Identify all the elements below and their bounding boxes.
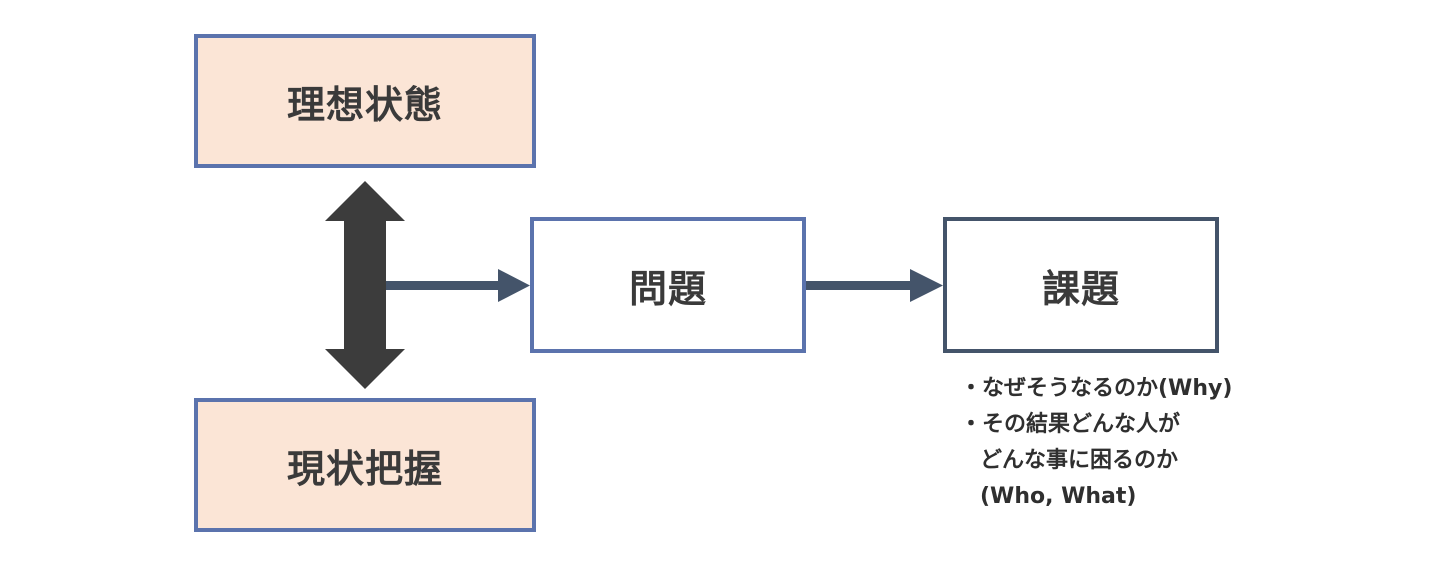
current-state-box: 現状把握 <box>194 398 536 532</box>
ideal-state-label: 理想状態 <box>286 82 443 127</box>
current-state-label: 現状把握 <box>286 446 443 491</box>
arrow-to-issue <box>806 269 943 302</box>
issue-box: 課題 <box>943 217 1219 353</box>
note-trouble: どんな事に困るのか <box>980 448 1179 473</box>
note-who-what: (Who, What) <box>980 484 1137 509</box>
ideal-state-box: 理想状態 <box>194 34 536 168</box>
problem-box: 問題 <box>530 217 806 353</box>
double-arrow <box>325 181 405 389</box>
issue-label: 課題 <box>1041 266 1120 311</box>
problem-label: 問題 <box>628 266 707 311</box>
arrow-to-problem <box>386 269 530 302</box>
note-why: ・なぜそうなるのか(Why) <box>960 376 1233 401</box>
issue-notes: ・なぜそうなるのか(Why) ・その結果どんな人が どんな事に困るのか (Who… <box>960 371 1232 515</box>
note-who: ・その結果どんな人が <box>960 412 1181 437</box>
